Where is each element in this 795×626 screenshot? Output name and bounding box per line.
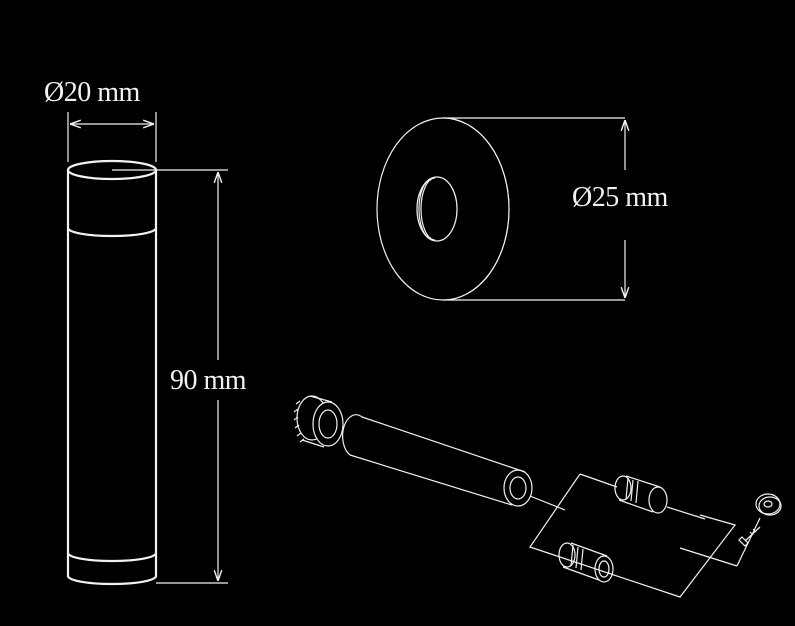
screw bbox=[738, 526, 761, 547]
tube-length-dimension bbox=[112, 169, 228, 584]
tube-front-view bbox=[66, 159, 158, 586]
threaded-ring bbox=[293, 395, 344, 448]
long-tube bbox=[342, 414, 533, 507]
tube-length-label: 90 mm bbox=[170, 365, 247, 396]
disc-view bbox=[376, 117, 625, 301]
disc-diameter-label: Ø25 mm bbox=[572, 182, 668, 213]
tube-diameter-label: Ø20 mm bbox=[44, 77, 140, 108]
assembly-guide-lines bbox=[529, 473, 761, 598]
threaded-insert-lower bbox=[558, 542, 614, 583]
small-cap bbox=[755, 493, 782, 516]
threaded-insert-upper bbox=[614, 475, 668, 514]
exploded-assembly bbox=[293, 395, 782, 598]
tube-diameter-dimension bbox=[67, 112, 157, 162]
